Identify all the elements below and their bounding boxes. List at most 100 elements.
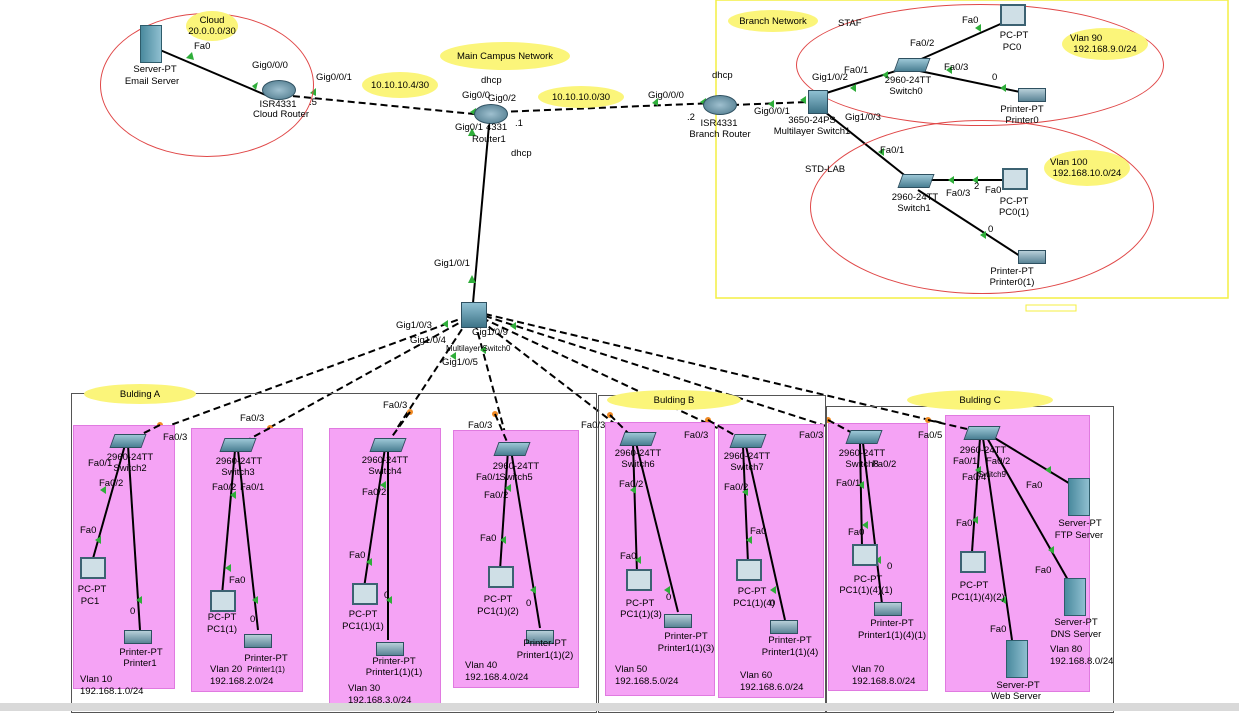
printer1141-name: Printer1(1)(4)(1) <box>857 630 927 641</box>
branch-router-type: ISR4331 <box>700 118 738 129</box>
port-label: Fa0/4 <box>962 472 987 483</box>
pc01-name: PC0(1) <box>998 207 1030 218</box>
pc-icon[interactable] <box>210 590 236 612</box>
switch0-type: 2960-24TT <box>884 75 932 86</box>
link-core-switch2[interactable] <box>129 315 469 441</box>
switch-icon[interactable] <box>619 432 657 446</box>
vlan20-zone <box>191 428 303 692</box>
pc-icon[interactable] <box>352 583 378 605</box>
port-label: Fa0 <box>194 41 211 52</box>
pc-icon[interactable] <box>488 566 514 588</box>
switch9-type: 2960-24TT <box>959 445 1007 456</box>
stdlab-ring <box>810 120 1154 294</box>
router-icon[interactable] <box>703 95 737 115</box>
switch-icon[interactable] <box>369 438 407 452</box>
link-core-switch6[interactable] <box>479 319 633 438</box>
printer112-type: Printer-PT <box>523 638 567 649</box>
printer0-name: Printer0 <box>1005 115 1039 126</box>
port-label: 0 <box>988 224 994 235</box>
printer-icon[interactable] <box>874 602 902 616</box>
ip-suffix: .2 <box>687 112 695 123</box>
port-label: Fa0/1 <box>476 472 501 483</box>
switch-icon[interactable] <box>219 438 257 452</box>
server-icon[interactable] <box>140 25 162 63</box>
switch3-name: Switch3 <box>221 467 255 478</box>
port-label: Gig1/0/2 <box>812 72 848 83</box>
printer-icon[interactable] <box>1018 250 1046 264</box>
printer-icon[interactable] <box>664 614 692 628</box>
link-core-switch7[interactable] <box>481 317 744 441</box>
port-label: 0 <box>526 598 532 609</box>
switch-icon[interactable] <box>729 434 767 448</box>
port-label: Fa0/3 <box>799 430 824 441</box>
area-staf: STAF <box>838 18 862 29</box>
port-label: Fa0/3 <box>684 430 709 441</box>
port-label: Fa0/1 <box>240 482 265 493</box>
vlan-label: Vlan 60 <box>740 670 773 681</box>
switch-icon[interactable] <box>493 442 531 456</box>
link-core-switch9[interactable] <box>484 313 981 433</box>
printer-icon[interactable] <box>770 620 798 634</box>
link-router1-branch[interactable] <box>499 102 716 113</box>
pc-icon[interactable] <box>960 551 986 573</box>
vlan-subnet: 192.168.5.0/24 <box>615 676 679 687</box>
email-server-type: Server-PT <box>133 64 177 75</box>
port-label: Fa0/2 <box>986 456 1011 467</box>
switch1-name: Switch1 <box>897 203 931 214</box>
printer-icon[interactable] <box>124 630 152 644</box>
port-label: Fa0 <box>229 575 246 586</box>
pc-icon[interactable] <box>852 544 878 566</box>
router-icon[interactable] <box>474 104 508 124</box>
pc-icon[interactable] <box>736 559 762 581</box>
area-std-lab: STD-LAB <box>805 164 846 175</box>
server-icon[interactable] <box>1064 578 1086 616</box>
link-core-switch4[interactable] <box>387 319 469 443</box>
switch7-name: Switch7 <box>730 462 764 473</box>
port-label: Gig0/0 <box>462 90 490 101</box>
pc11-type: PC-PT <box>207 612 237 623</box>
port-label: Fa0/3 <box>163 432 188 443</box>
server-icon[interactable] <box>1068 478 1090 516</box>
horizontal-scrollbar[interactable] <box>0 703 1239 711</box>
switch-icon[interactable] <box>845 430 883 444</box>
ftp-server-type: Server-PT <box>1058 518 1102 529</box>
multilayer-switch-icon[interactable] <box>808 90 828 114</box>
multilayer-switch-icon[interactable] <box>461 302 487 328</box>
dhcp-label: dhcp <box>511 148 532 159</box>
printer-icon[interactable] <box>244 634 272 648</box>
switch-icon[interactable] <box>109 434 147 448</box>
pc-icon[interactable] <box>1002 168 1028 190</box>
pc-icon[interactable] <box>80 557 106 579</box>
port-label: Fa0/2 <box>619 479 644 490</box>
port-label: Fa0/2 <box>910 38 935 49</box>
pc-icon[interactable] <box>1000 4 1026 26</box>
vlan70-zone <box>828 423 928 691</box>
port-label: Fa0/2 <box>872 459 897 470</box>
router-icon[interactable] <box>262 80 296 100</box>
printer-icon[interactable] <box>526 630 554 644</box>
vlan-subnet: 192.168.8.0/24 <box>1050 656 1114 667</box>
printer11-name: Printer1(1) <box>247 665 285 674</box>
pc1142-type: PC-PT <box>959 580 989 591</box>
printer-icon[interactable] <box>376 642 404 656</box>
link-cloudrouter-router1[interactable] <box>281 94 485 116</box>
switch4-name: Switch4 <box>368 466 402 477</box>
server-icon[interactable] <box>1006 640 1028 678</box>
port-label: Fa0 <box>1026 480 1043 491</box>
port-label: Fa0/1 <box>953 456 978 467</box>
switch-icon[interactable] <box>897 174 935 188</box>
printer-icon[interactable] <box>1018 88 1046 102</box>
port-label: Fa0/2 <box>362 487 387 498</box>
switch1-type: 2960-24TT <box>891 192 939 203</box>
switch-icon[interactable] <box>893 58 931 72</box>
port-label: Fa0 <box>1035 565 1052 576</box>
pc-icon[interactable] <box>626 569 652 591</box>
pc11-name: PC1(1) <box>206 624 238 635</box>
cloud-router-type: ISR4331 <box>259 99 297 110</box>
link-core-switch5[interactable] <box>474 321 509 445</box>
pc1142-name: PC1(1)(4)(2) <box>951 592 1005 603</box>
note-building-c: Bulding C <box>907 390 1053 410</box>
link-router1-core[interactable] <box>472 124 490 304</box>
switch-icon[interactable] <box>963 426 1001 440</box>
